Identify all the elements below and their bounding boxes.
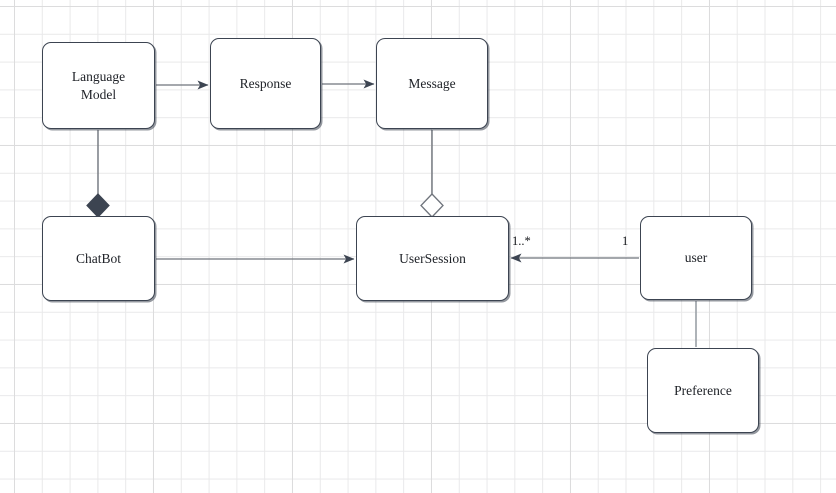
multiplicity-label-target-usersession: 1..* — [512, 234, 531, 248]
node-label-message: Message — [408, 75, 456, 91]
node-chatbot[interactable]: ChatBot — [42, 216, 155, 301]
edge-message-to-usersession — [420, 130, 444, 218]
node-user[interactable]: user — [640, 216, 752, 300]
node-label-chatbot: ChatBot — [75, 250, 121, 266]
node-message[interactable]: Message — [376, 38, 488, 129]
hollow-diamond-marker — [420, 193, 444, 218]
node-preference[interactable]: Preference — [647, 348, 759, 433]
node-language-model[interactable]: Language Model — [42, 42, 155, 129]
node-label-preference: Preference — [674, 382, 732, 398]
node-label-response: Response — [239, 75, 292, 91]
node-usersession[interactable]: UserSession — [356, 216, 509, 301]
node-response[interactable]: Response — [210, 38, 321, 129]
multiplicity-label-source-user: 1 — [622, 234, 629, 248]
edge-language-model-to-chatbot — [86, 130, 110, 218]
node-label-usersession: UserSession — [399, 250, 466, 266]
filled-diamond-marker — [86, 193, 110, 218]
node-label-user: user — [684, 250, 708, 266]
node-label-language-model: Language Model — [71, 68, 126, 102]
